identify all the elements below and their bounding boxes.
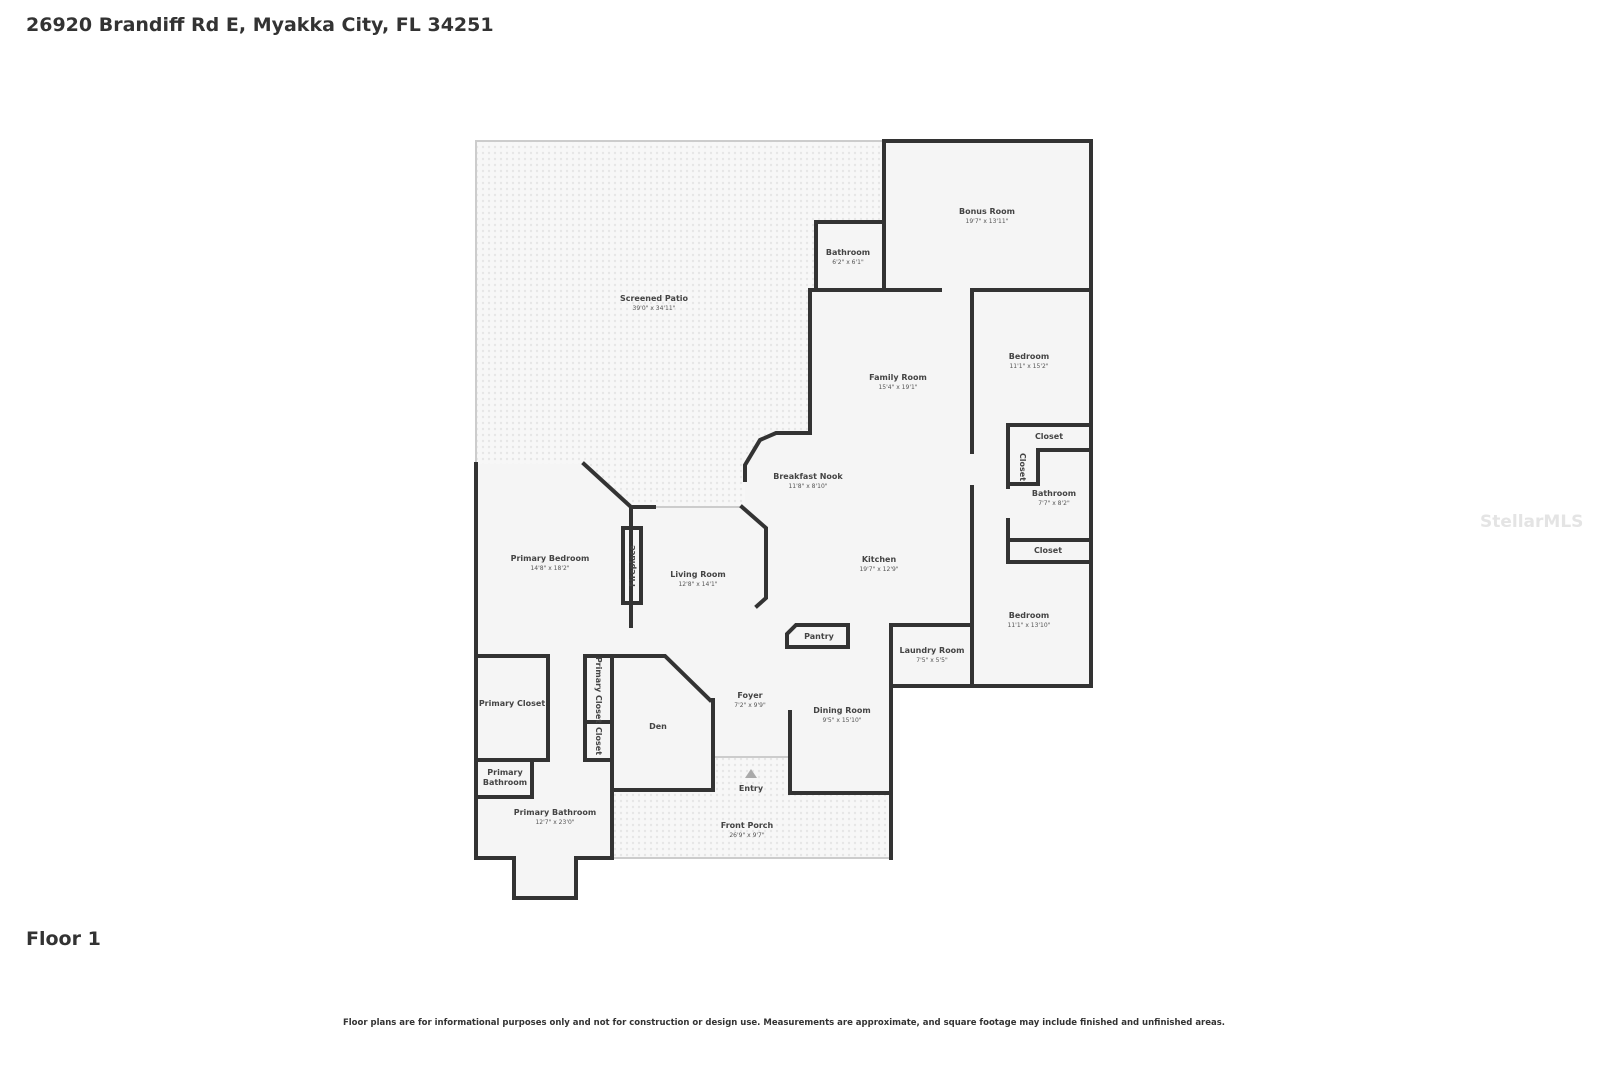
room-name: Laundry Room bbox=[899, 646, 964, 655]
room-name: Closet bbox=[594, 727, 603, 755]
room-name: Bathroom bbox=[826, 248, 870, 257]
floor-label: Floor 1 bbox=[26, 928, 101, 950]
room-dims: 7'7" x 8'2" bbox=[1038, 500, 1070, 507]
watermark: StellarMLS bbox=[1480, 512, 1584, 532]
room-name: Entry bbox=[739, 784, 764, 793]
room-name: Front Porch bbox=[721, 821, 774, 830]
room-name: Den bbox=[649, 722, 667, 731]
room-name: Kitchen bbox=[862, 555, 897, 564]
room-name: Closet bbox=[1018, 453, 1027, 481]
room-dims: 7'2" x 9'9" bbox=[734, 702, 766, 709]
room-dims: 7'5" x 5'5" bbox=[916, 657, 948, 664]
room-name: Bathroom bbox=[483, 778, 527, 787]
room-name: Bathroom bbox=[1032, 489, 1076, 498]
room-name: Closet bbox=[1035, 432, 1063, 441]
disclaimer: Floor plans are for informational purpos… bbox=[342, 1018, 1226, 1028]
room-name: Pantry bbox=[804, 632, 835, 641]
room-name: Bedroom bbox=[1009, 352, 1050, 361]
room-name: Foyer bbox=[737, 691, 762, 700]
room-name: Living Room bbox=[670, 570, 726, 579]
room-dims: 12'8" x 14'1" bbox=[678, 581, 717, 588]
room-name: Primary Bedroom bbox=[511, 554, 590, 563]
room-name: Family Room bbox=[869, 373, 927, 382]
room-name: Dining Room bbox=[813, 706, 871, 715]
porch-floor bbox=[612, 757, 891, 858]
walls bbox=[474, 139, 1093, 900]
room-dims: 26'9" x 9'7" bbox=[729, 832, 765, 839]
room-dims: 11'1" x 13'10" bbox=[1008, 622, 1051, 629]
room-name: Fireplace bbox=[628, 545, 637, 587]
room-dims: 12'7" x 23'0" bbox=[535, 819, 574, 826]
room-name: Primary Closet bbox=[594, 657, 603, 724]
room-name: Primary bbox=[487, 768, 523, 777]
property-address: 26920 Brandiff Rd E, Myakka City, FL 342… bbox=[26, 14, 494, 36]
room-dims: 14'8" x 18'2" bbox=[530, 565, 569, 572]
floor-areas bbox=[476, 141, 1091, 898]
room-dims: 19'7" x 12'9" bbox=[859, 566, 898, 573]
room-dims: 15'4" x 19'1" bbox=[878, 384, 917, 391]
room-name: Bedroom bbox=[1009, 611, 1050, 620]
room-dims: 19'7" x 13'11" bbox=[966, 218, 1009, 225]
interior-floor bbox=[476, 141, 1091, 898]
room-dims: 11'8" x 8'10" bbox=[788, 483, 827, 490]
room-name: Screened Patio bbox=[620, 294, 689, 303]
room-dims: 11'1" x 15'2" bbox=[1009, 363, 1048, 370]
room-name: Closet bbox=[1034, 546, 1062, 555]
entry-arrow-icon bbox=[745, 769, 757, 778]
room-name: Primary Closet bbox=[479, 699, 546, 708]
patio-floor bbox=[476, 141, 884, 507]
room-dims: 9'5" x 15'10" bbox=[822, 717, 861, 724]
room-name: Breakfast Nook bbox=[773, 472, 843, 481]
room-name: Bonus Room bbox=[959, 207, 1015, 216]
room-dims: 39'0" x 34'11" bbox=[633, 305, 676, 312]
room-name: Primary Bathroom bbox=[514, 808, 597, 817]
room-dims: 6'2" x 6'1" bbox=[832, 259, 864, 266]
